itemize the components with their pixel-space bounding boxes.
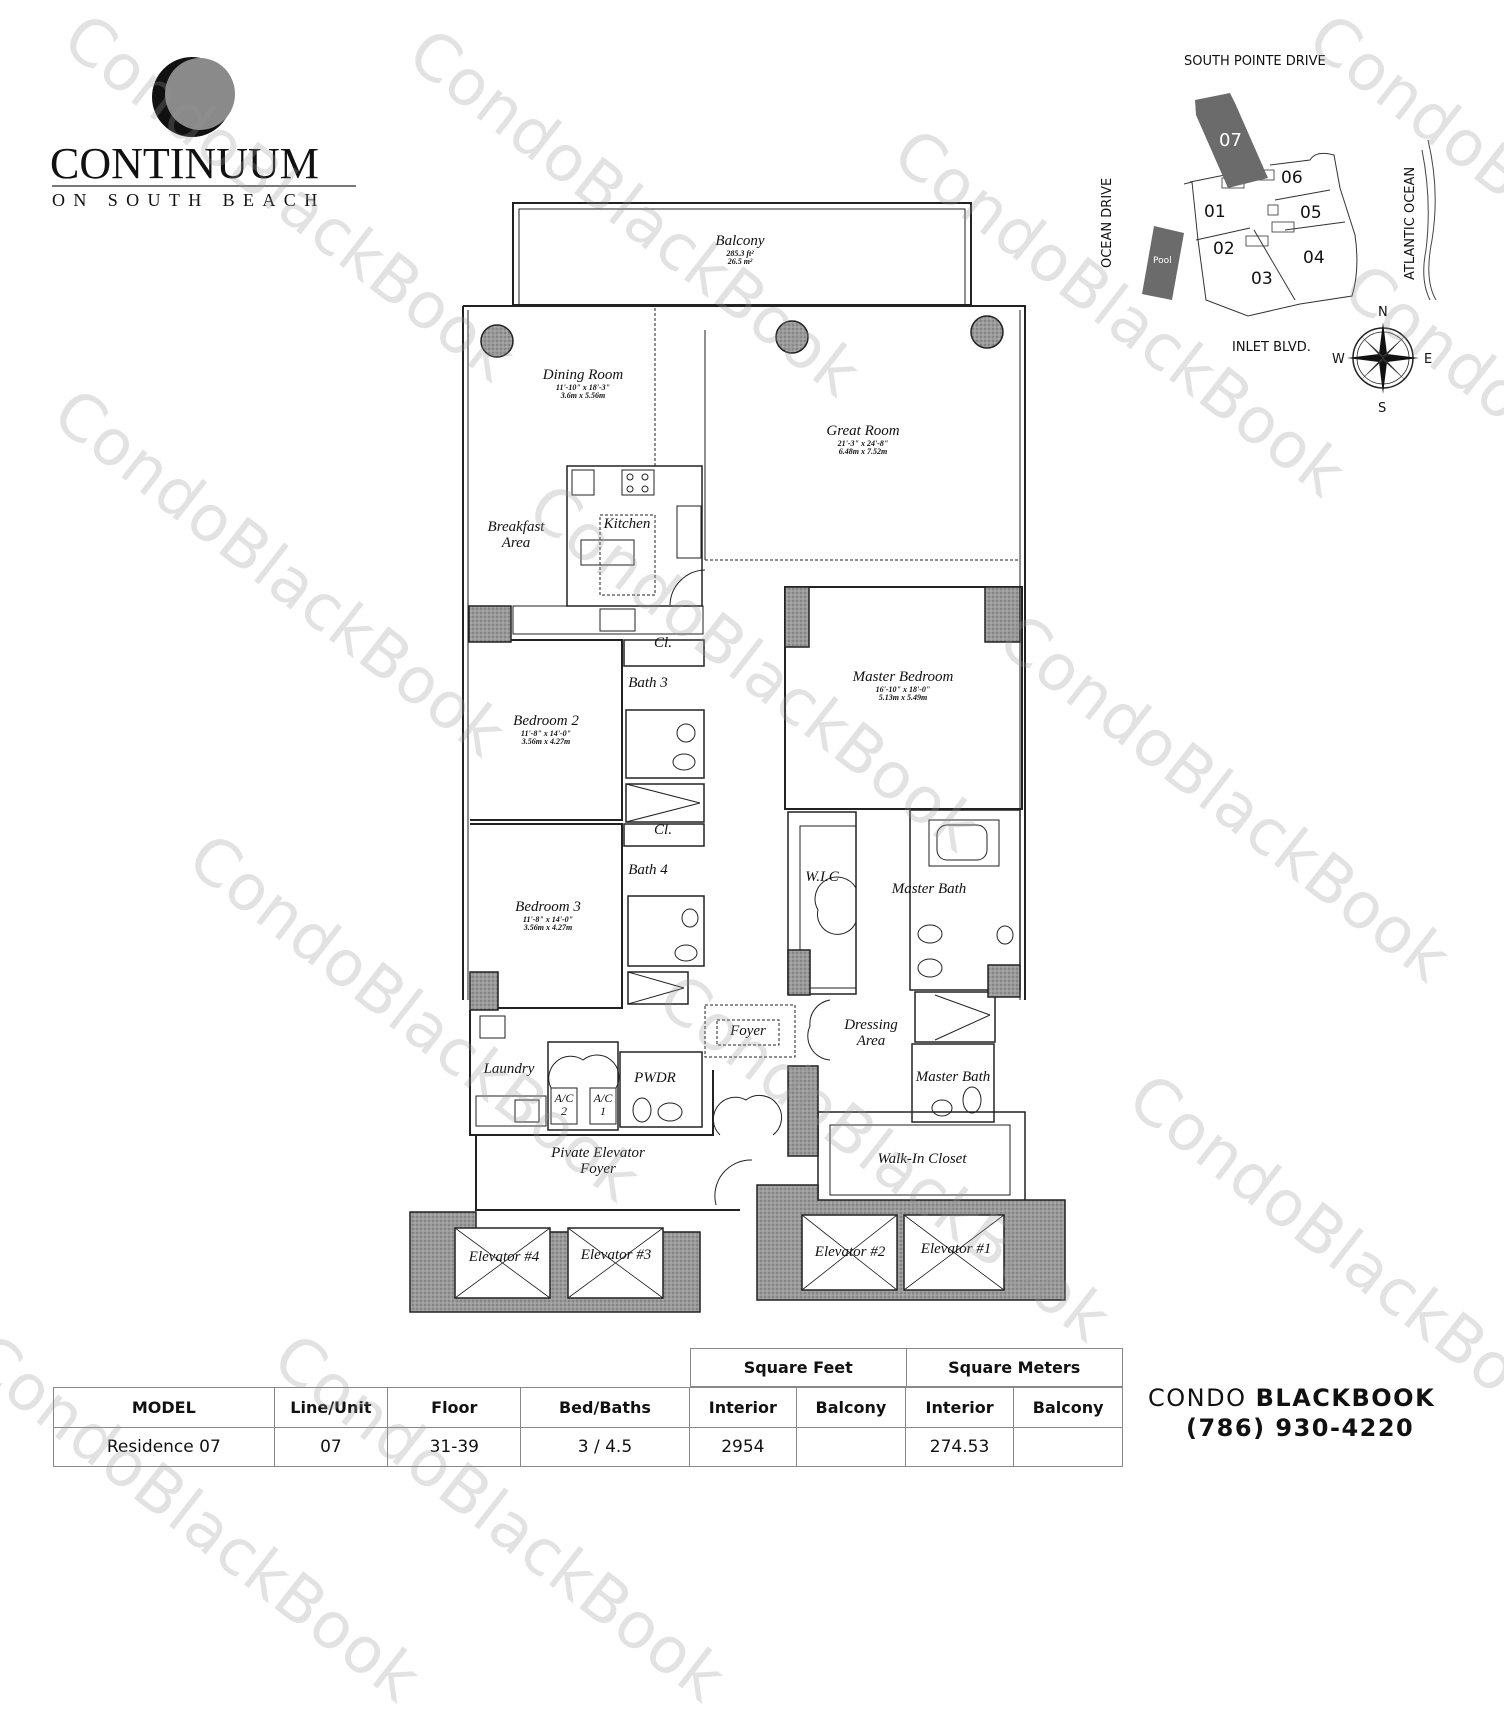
room-balcony: Balcony 285.3 ft² 26.5 m² [715, 233, 765, 267]
room-ac-1: A/C 1 [593, 1091, 613, 1118]
room-walk-in-closet: Walk-In Closet [877, 1151, 967, 1167]
brand-name-light: CONDO [1148, 1384, 1256, 1412]
street-south: INLET BLVD. [1232, 340, 1311, 355]
svg-text:S: S [1378, 401, 1386, 416]
col-sqm-balcony: Balcony [1013, 1387, 1123, 1428]
room-dining: Dining Room 11'-10" x 18'-3" 3.6m x 5.56… [542, 367, 624, 401]
col-sqm-interior: Interior [904, 1387, 1015, 1428]
svg-text:03: 03 [1251, 269, 1273, 289]
room-closet-2: Cl. [654, 822, 672, 838]
room-dressing-area: Dressing Area [844, 1017, 898, 1049]
moon-logo-icon-fill [165, 58, 235, 130]
table-row: Residence 07 07 31-39 3 / 4.5 2954 274.5… [53, 1427, 1123, 1467]
col-sqft-interior: Interior [688, 1387, 798, 1428]
room-master-bedroom: Master Bedroom 16'-10" x 18'-0" 5.13m x … [852, 669, 954, 703]
svg-text:01: 01 [1204, 202, 1226, 222]
col-bed-baths: Bed/Baths [520, 1387, 690, 1428]
cell-model: Residence 07 [53, 1427, 275, 1467]
room-closet-1: Cl. [654, 635, 672, 651]
group-header-sqm: Square Meters [905, 1348, 1123, 1387]
room-laundry: Laundry [483, 1061, 535, 1077]
room-ac-2: A/C 2 [554, 1091, 574, 1118]
compass-rose-icon: N S W E [1332, 305, 1432, 416]
spec-table: MODEL Line/Unit Floor Bed/Baths Interior… [53, 1387, 1123, 1467]
col-sqft-balcony: Balcony [796, 1387, 906, 1428]
svg-text:E: E [1424, 352, 1432, 367]
col-floor: Floor [387, 1387, 522, 1428]
cell-sqm-balcony [1013, 1427, 1123, 1467]
room-kitchen: Kitchen [603, 516, 651, 532]
svg-text:Pool: Pool [1153, 256, 1172, 266]
building-key-plan-icon: Pool 07 01 02 03 04 05 06 [1142, 93, 1437, 317]
room-private-elevator-foyer: Pivate Elevator Foyer [551, 1145, 645, 1177]
svg-text:05: 05 [1300, 203, 1322, 223]
svg-text:02: 02 [1213, 239, 1235, 259]
room-master-bath-2: Master Bath [915, 1069, 991, 1085]
svg-text:06: 06 [1281, 168, 1303, 188]
elevator-1: Elevator #1 [920, 1241, 992, 1257]
svg-text:04: 04 [1303, 248, 1325, 268]
cell-sqft-balcony [796, 1427, 906, 1467]
room-foyer: Foyer [730, 1023, 766, 1039]
elevator-4: Elevator #4 [468, 1249, 540, 1265]
room-bedroom-3: Bedroom 3 11'-8" x 14'-0" 3.56m x 4.27m [515, 899, 581, 933]
cell-line-unit: 07 [273, 1427, 389, 1467]
col-model: MODEL [53, 1387, 275, 1428]
logo-title: CONTINUUM [50, 139, 319, 188]
logo-subtitle: ON SOUTH BEACH [52, 190, 326, 210]
room-great: Great Room 21'-3" x 24'-8" 6.48m x 7.52m [826, 423, 900, 457]
elevator-2: Elevator #2 [814, 1244, 886, 1260]
room-bath-3: Bath 3 [628, 675, 668, 691]
svg-text:N: N [1378, 305, 1388, 320]
unit-07-label: 07 [1219, 130, 1242, 151]
room-bath-4: Bath 4 [628, 862, 668, 878]
cell-floor: 31-39 [387, 1427, 522, 1467]
spec-table-group-header: Square Feet Square Meters [690, 1348, 1123, 1387]
room-breakfast: Breakfast Area [487, 519, 545, 551]
room-bedroom-2: Bedroom 2 11'-8" x 14'-0" 3.56m x 4.27m [513, 713, 579, 747]
col-line-unit: Line/Unit [273, 1387, 389, 1428]
brand-phone[interactable]: (786) 930-4220 [1186, 1414, 1415, 1442]
cell-bed-baths: 3 / 4.5 [520, 1427, 690, 1467]
cell-sqm-interior: 274.53 [904, 1427, 1015, 1467]
street-north: SOUTH POINTE DRIVE [1184, 54, 1326, 69]
brand-name: CONDO BLACKBOOK [1148, 1384, 1435, 1412]
brand-name-bold: BLACKBOOK [1255, 1384, 1436, 1412]
floor-plan-drawing [409, 202, 1066, 1313]
elevator-3: Elevator #3 [580, 1247, 652, 1263]
room-master-bath-1: Master Bath [891, 881, 967, 897]
room-wic: W.I.C [805, 869, 839, 885]
table-header-row: MODEL Line/Unit Floor Bed/Baths Interior… [53, 1387, 1123, 1428]
room-powder: PWDR [634, 1070, 676, 1086]
cell-sqft-interior: 2954 [688, 1427, 798, 1467]
group-header-sqft: Square Feet [690, 1348, 907, 1387]
logo-divider [52, 185, 356, 187]
svg-text:W: W [1332, 352, 1345, 367]
